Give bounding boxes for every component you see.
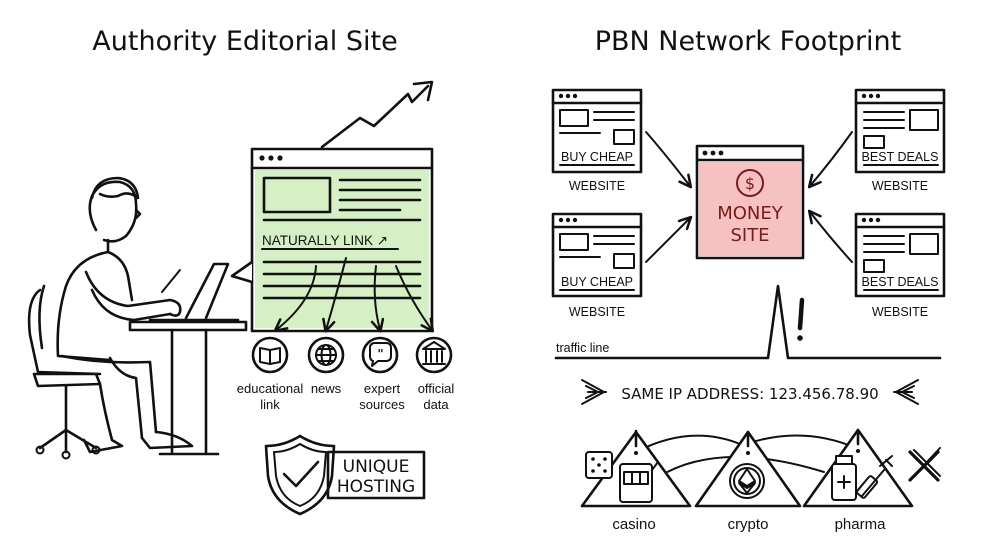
pbn-banner-top-right: BEST DEALS: [862, 150, 939, 164]
source-news: news: [307, 336, 345, 396]
institution-icon: [422, 341, 446, 365]
same-ip-row: SAME IP ADDRESS: 123.456.78.90: [581, 379, 919, 405]
money-site-highlight: [699, 162, 801, 256]
traffic-line-label: traffic line: [556, 341, 609, 355]
writer-person-icon: [27, 176, 248, 460]
badge-line-hosting: HOSTING: [337, 477, 415, 497]
pbn-banner-bottom-right: BEST DEALS: [862, 275, 939, 289]
crypto-coin-icon: [729, 463, 765, 499]
svg-text:": ": [377, 347, 383, 361]
pbn-caption-bottom-right: WEBSITE: [872, 305, 928, 319]
pbn-caption-bottom-left: WEBSITE: [569, 305, 625, 319]
quote-bubble-icon: ": [369, 342, 392, 367]
source-expert: " expert sources: [359, 336, 405, 412]
money-site-line1: MONEY: [717, 203, 784, 224]
money-site-line2: SITE: [730, 225, 769, 246]
checkmark-icon: [282, 460, 320, 488]
syringe-icon: [855, 455, 893, 499]
niche-pharma: pharma: [802, 428, 914, 533]
right-title: PBN Network Footprint: [595, 26, 902, 57]
pbn-banner-top-left: BUY CHEAP: [561, 150, 633, 164]
dice-icon: [585, 451, 613, 479]
naturally-link-label: NATURALLY LINK ↗: [262, 233, 388, 248]
warning-icon: [746, 430, 750, 455]
unique-hosting-badge: UNIQUE HOSTING: [264, 434, 426, 516]
left-title: Authority Editorial Site: [92, 26, 397, 57]
pbn-site-bottom-left: BUY CHEAP WEBSITE: [551, 212, 643, 319]
money-site-window: $ MONEY SITE: [695, 144, 805, 260]
source-label-expert: expert: [364, 381, 401, 396]
warning-icon: [634, 429, 638, 455]
dollar-coin-icon: $: [736, 169, 764, 197]
same-ip-text: SAME IP ADDRESS: 123.456.78.90: [621, 385, 878, 403]
globe-icon: [315, 344, 337, 366]
source-label-data: data: [423, 397, 449, 412]
pill-bottle-icon: [831, 455, 857, 501]
pbn-caption-top-right: WEBSITE: [872, 179, 928, 193]
source-label-sources: sources: [359, 397, 405, 412]
niche-label-crypto: crypto: [728, 516, 769, 533]
authority-site-window: NATURALLY LINK ↗: [230, 147, 434, 333]
pbn-site-top-left: BUY CHEAP WEBSITE: [551, 88, 643, 193]
exclamation-icon: [797, 297, 805, 341]
source-label-news: news: [311, 381, 342, 396]
source-official: official data: [415, 336, 455, 412]
source-book: educational link: [237, 336, 304, 412]
niche-casino: casino: [580, 429, 692, 533]
niche-label-pharma: pharma: [835, 516, 887, 533]
source-label-educational: educational: [237, 381, 304, 396]
pbn-caption-top-left: WEBSITE: [569, 179, 625, 193]
warning-icon: [856, 428, 860, 453]
source-label-link: link: [260, 397, 280, 412]
source-label-official: official: [418, 381, 455, 396]
svg-text:$: $: [745, 174, 755, 193]
pbn-site-top-right: BEST DEALS WEBSITE: [854, 88, 946, 193]
source-arrows: [273, 257, 435, 333]
niche-crypto: crypto: [694, 430, 802, 533]
niche-label-casino: casino: [612, 516, 655, 533]
traffic-chart: traffic line: [554, 284, 942, 360]
converge-arrows-left-icon: [581, 379, 607, 405]
slot-machine-icon: [619, 461, 659, 503]
pbn-site-bottom-right: BEST DEALS WEBSITE: [854, 212, 946, 319]
pbn-link-arrows: [645, 131, 853, 263]
growth-arrow-icon: [320, 80, 434, 149]
converge-arrows-right-icon: [893, 379, 919, 405]
cross-x-icon: [908, 447, 941, 482]
pbn-banner-bottom-left: BUY CHEAP: [561, 275, 633, 289]
badge-line-unique: UNIQUE: [343, 457, 410, 477]
book-icon: [259, 347, 281, 365]
